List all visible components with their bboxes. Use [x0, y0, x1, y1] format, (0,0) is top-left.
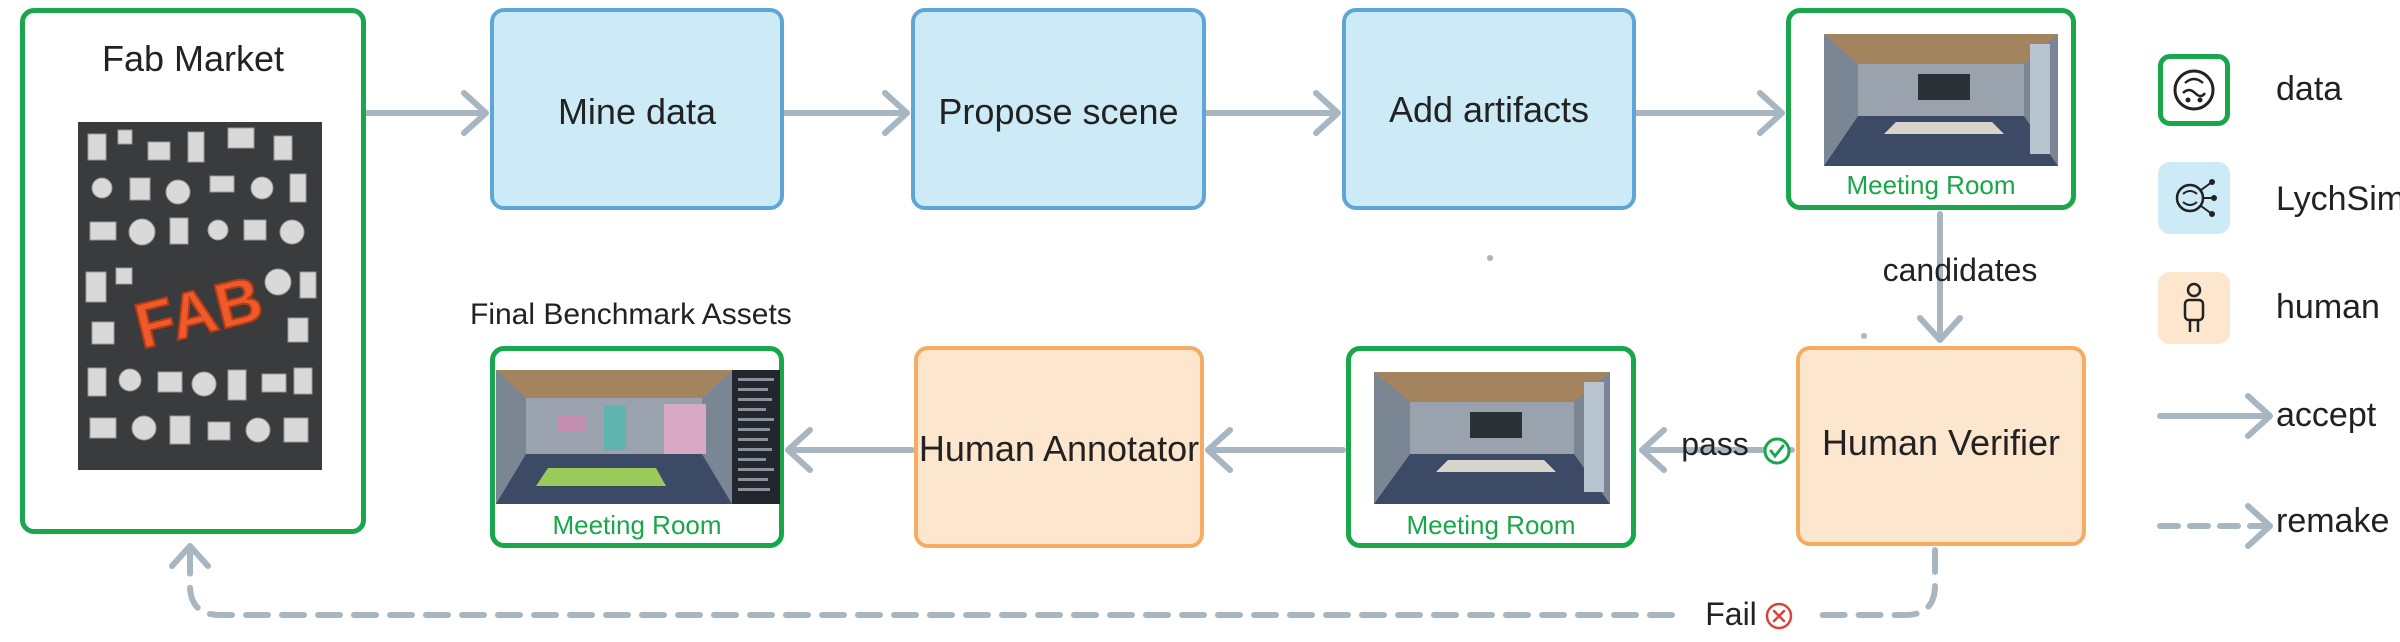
fab-market-image: FAB: [78, 122, 322, 470]
neural-network-icon: [2175, 179, 2217, 217]
arrowhead-propose-to-add: [1313, 90, 1341, 136]
person-icon: [2183, 282, 2205, 332]
legend-lychsim-label: LychSim: [2276, 180, 2400, 218]
dot-decoration: [1487, 255, 1493, 261]
arrowhead-add-to-meeting: [1757, 90, 1785, 136]
human-annotator-label: Human Annotator: [918, 428, 1200, 469]
meeting-room-passed-caption: Meeting Room: [1406, 510, 1576, 540]
legend-human-swatch: [2158, 272, 2230, 344]
legend-data-label: data: [2276, 70, 2343, 108]
meeting-room-render: [1824, 34, 2058, 166]
final-assets-title: Final Benchmark Assets: [470, 298, 792, 331]
fab-asset-collage: FAB: [78, 122, 322, 470]
check-circle-icon: [1763, 437, 1791, 465]
human-verifier-label: Human Verifier: [1821, 422, 2061, 463]
brain-circuit-icon: [2173, 69, 2215, 111]
legend-accept-arrowhead: [2245, 393, 2273, 439]
mine-data-node: [490, 8, 784, 210]
arrowhead-fab-to-mine: [461, 90, 489, 136]
arrowhead-mine-to-propose: [882, 90, 910, 136]
pass-label: pass: [1681, 426, 1749, 462]
final-assets-caption: Meeting Room: [552, 510, 722, 540]
arrowhead-meeting-to-verifier: [1917, 315, 1963, 343]
x-circle-icon: [1765, 602, 1793, 630]
fab-market-title: Fab Market: [101, 38, 285, 79]
legend-accept-label: accept: [2276, 396, 2377, 434]
dashed-fail-to-fab: [187, 547, 1675, 618]
add-artifacts-node: [1342, 8, 1636, 210]
legend-remake-arrowhead: [2245, 503, 2273, 549]
propose-scene-label: Propose scene: [938, 91, 1179, 132]
legend-human-label: human: [2276, 288, 2380, 326]
annotated-meeting-room-render: [496, 370, 780, 504]
candidates-label: candidates: [1882, 252, 2038, 288]
meeting-room-render: [1374, 372, 1610, 504]
meeting-room-candidate-caption: Meeting Room: [1846, 170, 2016, 200]
arrowhead-remake: [169, 543, 211, 569]
meeting-room-candidate-image: [1824, 34, 2058, 166]
legend-remake-label: remake: [2276, 502, 2390, 540]
arrowhead-annotator-to-final: [785, 427, 813, 473]
arrowhead-verifier-to-meeting: [1639, 427, 1667, 473]
final-assets-image: [496, 370, 780, 504]
legend-data-swatch: [2158, 54, 2230, 126]
mine-data-label: Mine data: [557, 91, 717, 132]
arrowhead-meeting-to-annotator: [1205, 427, 1233, 473]
dot-decoration: [1861, 333, 1867, 339]
fail-label: Fail: [1705, 596, 1757, 632]
add-artifacts-label: Add artifacts: [1388, 89, 1590, 130]
legend-lychsim-swatch: [2158, 162, 2230, 234]
propose-scene-node: [911, 8, 1206, 210]
human-verifier-node: [1796, 346, 2086, 546]
dashed-fail-from-verifier: [1809, 547, 1938, 618]
human-annotator-node: [914, 346, 1204, 548]
meeting-room-passed-image: [1374, 372, 1610, 504]
